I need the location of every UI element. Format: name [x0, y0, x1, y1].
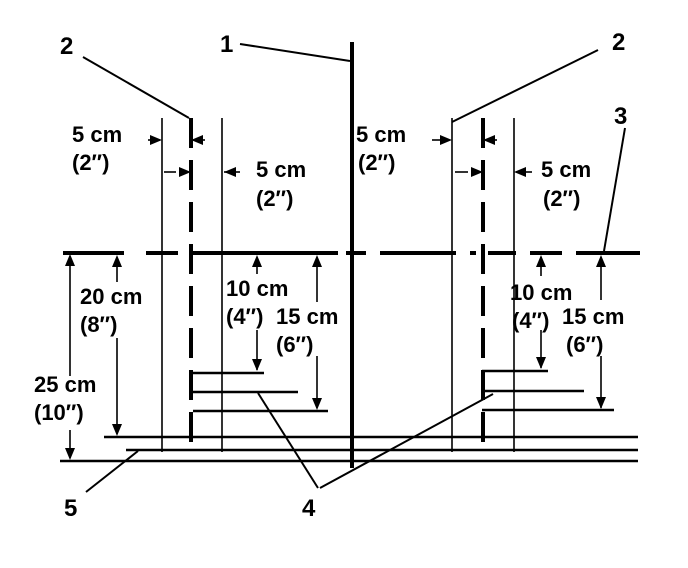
left-dimension-lines: [65, 254, 322, 460]
right-10cm-label: 10 cm: [510, 280, 572, 305]
left-10in-label: (10″): [34, 400, 84, 425]
callout-4: 4: [302, 495, 316, 522]
callout-2-right: 2: [612, 29, 625, 56]
right-6in-label: (6″): [566, 332, 603, 357]
right-15cm-label: 15 cm: [562, 304, 624, 329]
left-6in-label: (6″): [276, 332, 313, 357]
right-shelves: [482, 369, 614, 412]
left-shelves: [193, 371, 328, 413]
base-lines: [60, 435, 638, 463]
left-25cm-label: 25 cm: [34, 372, 96, 397]
leader-lines: [82, 43, 626, 493]
right-uprights: [451, 118, 515, 452]
left-8in-label: (8″): [80, 312, 117, 337]
left-4in-label: (4″): [226, 304, 263, 329]
left-uprights: [161, 118, 223, 452]
callout-5: 5: [64, 495, 77, 522]
callout-2-left: 2: [60, 33, 73, 60]
right-5cm-label: 5 cm: [541, 157, 591, 182]
left-top-5cm-label: 5 cm: [72, 122, 122, 147]
right-4in-label: (4″): [512, 308, 549, 333]
right-2in-label: (2″): [543, 186, 580, 211]
horizontal-dimension-arrows: [148, 135, 532, 177]
callout-3: 3: [614, 103, 627, 130]
left-20cm-label: 20 cm: [80, 284, 142, 309]
left-inner-2in-label: (2″): [256, 186, 293, 211]
left-top-2in-label: (2″): [72, 150, 109, 175]
center-5cm-label: 5 cm: [356, 122, 406, 147]
callout-1: 1: [220, 31, 233, 58]
left-inner-5cm-label: 5 cm: [256, 157, 306, 182]
left-10cm-label: 10 cm: [226, 276, 288, 301]
center-2in-label: (2″): [358, 150, 395, 175]
left-15cm-label: 15 cm: [276, 304, 338, 329]
right-dimension-lines: [536, 255, 606, 409]
